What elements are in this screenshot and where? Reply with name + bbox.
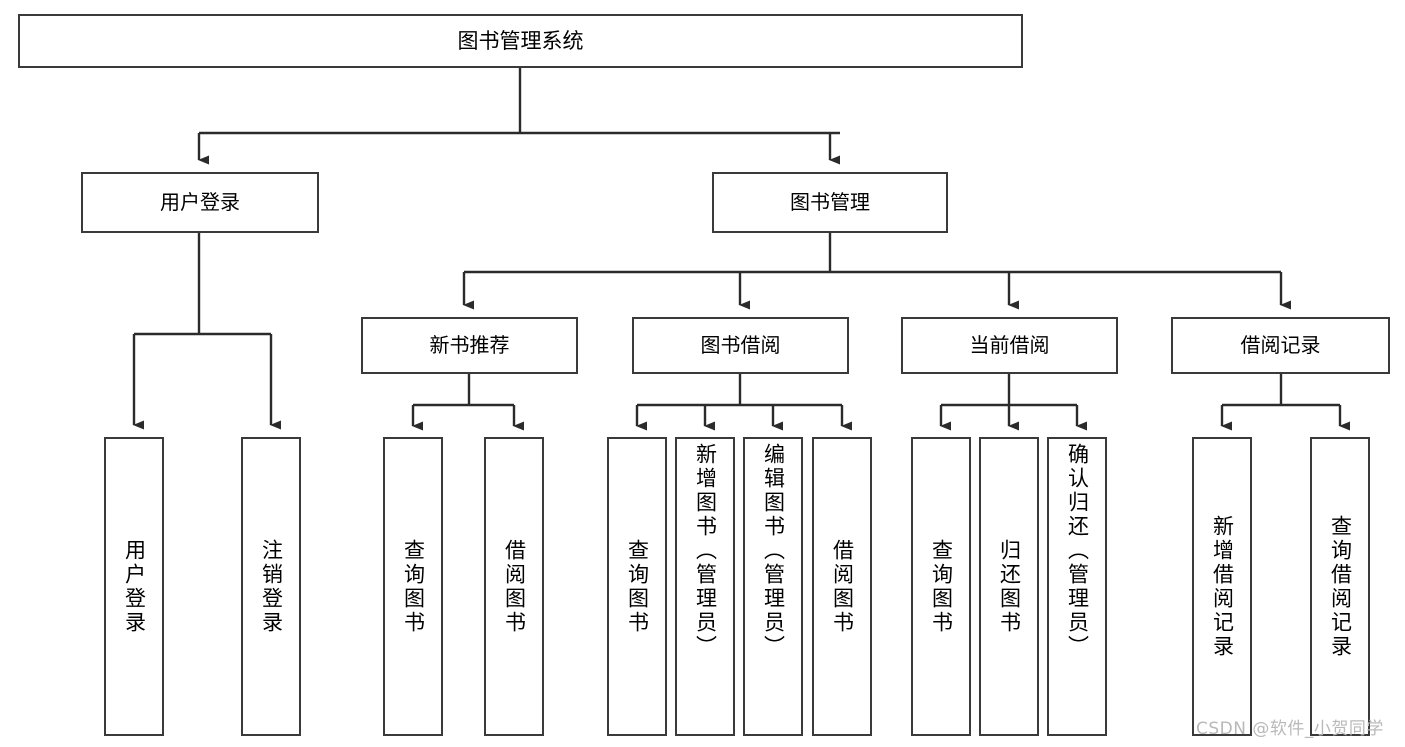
node-borrow-record-label: 借阅记录 [1240, 333, 1321, 357]
node-new-book-rec-label: 新书推荐 [429, 333, 510, 357]
node-book-borrow-label: 图书借阅 [700, 333, 781, 357]
node-leaf-return-book[interactable]: 归还图书 [979, 437, 1039, 736]
node-leaf-borrow-book-1-label: 借阅图书 [502, 538, 527, 635]
node-leaf-edit-book-label: 编辑图书（管理员） [761, 443, 786, 659]
node-current-borrow-label: 当前借阅 [969, 333, 1050, 357]
node-leaf-user-login-label: 用户登录 [122, 538, 147, 635]
node-leaf-query-book-3[interactable]: 查询图书 [911, 437, 971, 736]
node-leaf-query-book-2-label: 查询图书 [625, 538, 650, 635]
node-leaf-user-login[interactable]: 用户登录 [104, 437, 164, 736]
node-user-login-label: 用户登录 [160, 190, 240, 214]
node-leaf-query-book-2[interactable]: 查询图书 [607, 437, 667, 736]
node-book-manage-label: 图书管理 [790, 190, 870, 214]
node-leaf-edit-book[interactable]: 编辑图书（管理员） [743, 437, 803, 736]
node-book-borrow[interactable]: 图书借阅 [632, 317, 849, 374]
node-leaf-query-book-3-label: 查询图书 [929, 538, 954, 635]
node-leaf-return-book-label: 归还图书 [997, 538, 1022, 635]
node-leaf-borrow-book-2[interactable]: 借阅图书 [812, 437, 872, 736]
node-leaf-user-logout[interactable]: 注销登录 [241, 437, 301, 736]
node-leaf-query-record[interactable]: 查询借阅记录 [1310, 437, 1370, 736]
node-leaf-query-book-1-label: 查询图书 [401, 538, 426, 635]
node-leaf-add-book[interactable]: 新增图书（管理员） [675, 437, 735, 736]
node-leaf-query-book-1[interactable]: 查询图书 [383, 437, 443, 736]
node-leaf-add-record-label: 新增借阅记录 [1210, 514, 1235, 659]
node-leaf-add-book-label: 新增图书（管理员） [693, 443, 718, 659]
node-user-login[interactable]: 用户登录 [81, 172, 319, 233]
node-root-label: 图书管理系统 [457, 28, 584, 53]
node-leaf-confirm-return[interactable]: 确认归还（管理员） [1047, 437, 1107, 736]
node-leaf-user-logout-label: 注销登录 [259, 538, 284, 635]
node-root[interactable]: 图书管理系统 [18, 14, 1023, 68]
node-leaf-borrow-book-1[interactable]: 借阅图书 [484, 437, 544, 736]
node-leaf-add-record[interactable]: 新增借阅记录 [1192, 437, 1252, 736]
node-book-manage[interactable]: 图书管理 [712, 172, 948, 233]
node-current-borrow[interactable]: 当前借阅 [901, 317, 1118, 374]
node-borrow-record[interactable]: 借阅记录 [1171, 317, 1390, 374]
node-new-book-rec[interactable]: 新书推荐 [361, 317, 578, 374]
node-leaf-query-record-label: 查询借阅记录 [1328, 514, 1353, 659]
node-leaf-confirm-return-label: 确认归还（管理员） [1065, 443, 1090, 659]
watermark: CSDN @软件_小贺同学 [1196, 719, 1384, 739]
node-leaf-borrow-book-2-label: 借阅图书 [830, 538, 855, 635]
